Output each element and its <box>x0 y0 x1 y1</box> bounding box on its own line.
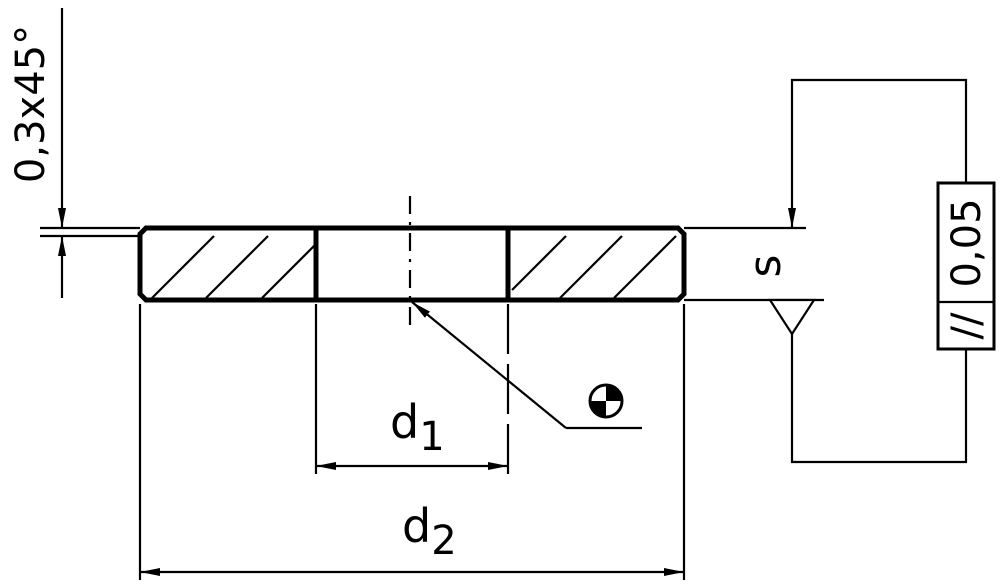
inner-diameter-dimension: d1 <box>314 304 510 474</box>
washer-section <box>137 196 687 328</box>
d2-label: d2 <box>402 499 457 564</box>
tolerance-leader <box>767 78 968 464</box>
hatch-left <box>151 235 317 299</box>
tolerance-frame: 0,05 // <box>936 181 996 351</box>
tolerance-value: 0,05 <box>944 198 990 287</box>
center-of-gravity-icon <box>588 383 624 419</box>
hatch-right <box>511 235 677 299</box>
datum-triangle <box>767 298 817 337</box>
washer-outline <box>137 225 687 303</box>
chamfer-dimension: 0,3x45° <box>8 8 140 298</box>
d1-label: d1 <box>390 395 445 460</box>
thickness-label: s <box>740 255 791 278</box>
chamfer-note: 0,3x45° <box>8 25 54 183</box>
outer-diameter-dimension: d2 <box>138 304 686 580</box>
parallelism-symbol: // <box>944 312 990 339</box>
thickness-dimension: s <box>684 226 824 302</box>
centroid-callout <box>411 301 642 430</box>
